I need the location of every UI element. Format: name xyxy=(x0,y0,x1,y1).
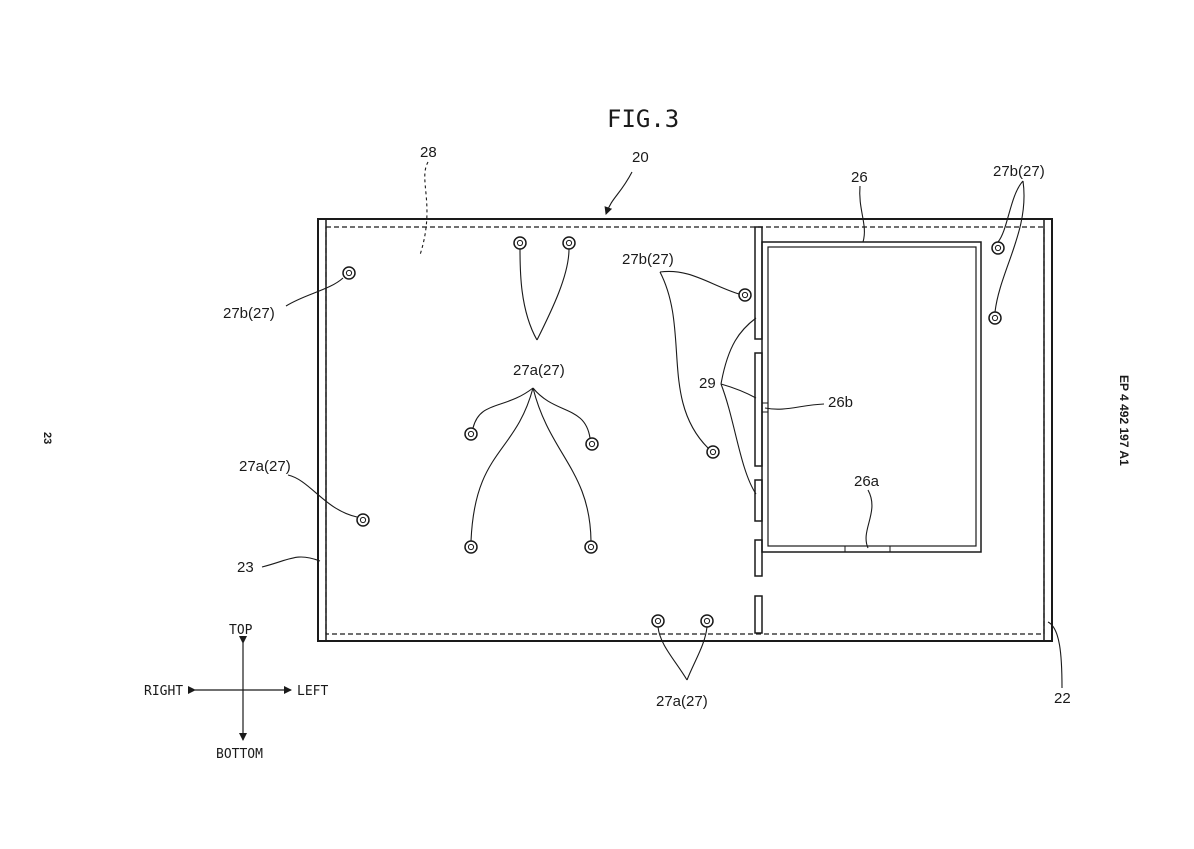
leader-27a-left xyxy=(287,474,358,518)
label-26: 26 xyxy=(851,169,868,186)
direction-indicator xyxy=(188,636,292,741)
label-20: 20 xyxy=(632,149,649,166)
leader-27b-mid-2 xyxy=(659,271,709,449)
label-27b-right: 27b(27) xyxy=(993,163,1045,180)
hole-27a-bottom-2 xyxy=(700,614,714,628)
component-26-inner xyxy=(767,246,977,547)
leader-29-2 xyxy=(720,383,757,399)
page-number: 23 xyxy=(41,432,53,444)
hole-27b-right-1 xyxy=(991,241,1005,255)
direction-bottom: BOTTOM xyxy=(216,747,263,762)
label-29: 29 xyxy=(699,375,716,392)
mount-holes xyxy=(342,236,1005,628)
wall-slot-1 xyxy=(754,226,763,340)
label-27a-bottom: 27a(27) xyxy=(656,693,708,710)
leader-28 xyxy=(419,161,429,256)
hole-27b-right-2 xyxy=(988,311,1002,325)
label-26b: 26b xyxy=(828,394,853,411)
label-27a-center: 27a(27) xyxy=(513,362,565,379)
leader-27a-low-right xyxy=(532,387,592,542)
hole-27a-top-2 xyxy=(562,236,576,250)
leader-23 xyxy=(261,556,321,568)
wall-slot-4 xyxy=(754,539,763,577)
hole-27a-low-right xyxy=(584,540,598,554)
leader-27a-mid-left xyxy=(472,387,534,429)
leader-lines xyxy=(261,161,1063,689)
hole-27b-mid-2 xyxy=(706,445,720,459)
hole-27a-top-1 xyxy=(513,236,527,250)
direction-left: LEFT xyxy=(297,684,328,699)
leader-26 xyxy=(859,185,865,243)
dashed-region-28 xyxy=(325,226,1045,635)
leader-27a-mid-right xyxy=(532,387,591,439)
label-27b-left: 27b(27) xyxy=(223,305,275,322)
hole-27a-bottom-1 xyxy=(651,614,665,628)
leader-27b-left xyxy=(285,277,344,307)
label-27a-left: 27a(27) xyxy=(239,458,291,475)
hole-27a-mid-left xyxy=(464,427,478,441)
component-26-outer xyxy=(761,241,982,553)
leader-20 xyxy=(604,171,633,215)
leader-27a-top-2 xyxy=(536,248,570,341)
leader-27a-bottom-1 xyxy=(657,626,688,681)
hole-27a-mid-right xyxy=(585,437,599,451)
hole-27a-left xyxy=(356,513,370,527)
housing-outline xyxy=(317,218,1053,642)
label-26a: 26a xyxy=(854,473,880,490)
leader-27a-top-1 xyxy=(519,248,538,341)
leader-22 xyxy=(1047,621,1063,689)
wall-slot-2 xyxy=(754,352,763,467)
figure-title: FIG.3 xyxy=(607,105,679,133)
leader-27b-right-1 xyxy=(997,180,1024,243)
label-27b-mid: 27b(27) xyxy=(622,251,674,268)
hole-27b-left xyxy=(342,266,356,280)
hole-27b-mid-1 xyxy=(738,288,752,302)
wall-slot-5 xyxy=(754,595,763,634)
label-22: 22 xyxy=(1054,690,1071,707)
leader-29-3 xyxy=(720,383,757,495)
leader-29-1 xyxy=(720,317,757,385)
label-28: 28 xyxy=(420,144,437,161)
leader-26a xyxy=(865,489,873,549)
direction-right: RIGHT xyxy=(144,684,183,699)
leader-27b-right-2 xyxy=(994,180,1025,313)
direction-top: TOP xyxy=(229,623,253,638)
leader-27a-low-left xyxy=(470,387,534,542)
hole-27a-low-left xyxy=(464,540,478,554)
leader-27b-mid-1 xyxy=(659,270,740,295)
leader-27a-bottom-2 xyxy=(686,626,708,681)
leader-26b xyxy=(764,403,825,410)
label-23: 23 xyxy=(237,559,254,576)
wall-slot-3 xyxy=(754,479,763,522)
publication-number: EP 4 492 197 A1 xyxy=(1117,375,1131,466)
